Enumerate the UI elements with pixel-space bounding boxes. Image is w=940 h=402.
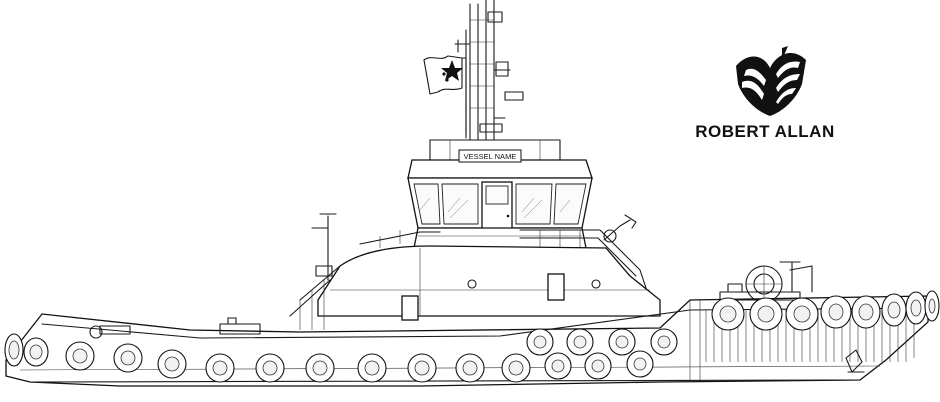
fender xyxy=(455,353,485,383)
fender xyxy=(544,352,572,380)
fender xyxy=(157,349,187,379)
fender xyxy=(205,353,235,383)
fender xyxy=(650,328,678,356)
fender xyxy=(566,328,594,356)
fender xyxy=(905,291,927,325)
brand-name: ROBERT ALLAN xyxy=(695,122,835,141)
vessel-name-plate: VESSEL NAME xyxy=(458,149,522,163)
fender xyxy=(608,328,636,356)
fender xyxy=(820,295,852,329)
fender xyxy=(749,297,783,331)
wheelhouse-railings xyxy=(359,214,651,301)
fender xyxy=(113,343,143,373)
bow-winch xyxy=(719,265,813,303)
fender xyxy=(881,293,907,327)
flag-icon xyxy=(423,55,467,139)
fender xyxy=(4,333,24,367)
fender xyxy=(711,297,745,331)
fender xyxy=(924,290,940,322)
fender xyxy=(584,352,612,380)
fender xyxy=(23,337,49,367)
vessel-name-text: VESSEL NAME xyxy=(464,152,517,161)
fender xyxy=(626,350,654,378)
deckhouse-door-aft xyxy=(401,295,419,321)
fender xyxy=(255,353,285,383)
wheelhouse xyxy=(407,139,593,249)
fender xyxy=(501,353,531,383)
main-deckhouse xyxy=(289,213,661,330)
fender xyxy=(785,297,819,331)
fender xyxy=(65,341,95,371)
brand-block: ROBERT ALLAN xyxy=(690,44,840,154)
fender xyxy=(526,328,554,356)
fender xyxy=(305,353,335,383)
mast xyxy=(454,0,524,141)
fender xyxy=(357,353,387,383)
deckhouse-door-fwd xyxy=(547,273,565,301)
fenders xyxy=(4,290,940,383)
fender xyxy=(407,353,437,383)
robert-allan-logo-icon xyxy=(736,46,806,116)
anchor-icon xyxy=(845,349,863,373)
fender xyxy=(851,295,881,329)
